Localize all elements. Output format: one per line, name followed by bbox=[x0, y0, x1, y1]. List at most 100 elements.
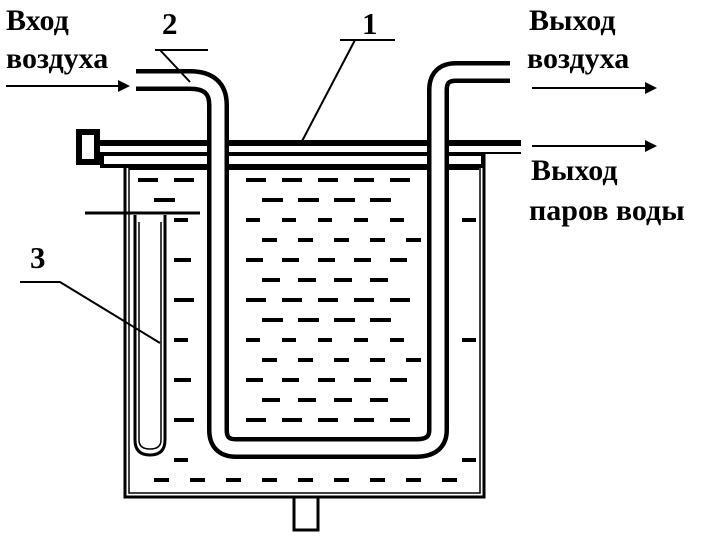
water-dash bbox=[282, 418, 302, 422]
water-dash bbox=[262, 478, 277, 482]
water-dash bbox=[282, 178, 302, 182]
water-dash bbox=[282, 258, 299, 262]
water-dash bbox=[298, 238, 313, 242]
water-dash bbox=[318, 338, 332, 342]
water-dash bbox=[262, 398, 280, 402]
water-dash bbox=[354, 418, 374, 422]
water-dash bbox=[318, 378, 335, 382]
water-dash bbox=[246, 218, 260, 222]
water-dash bbox=[462, 458, 476, 462]
water-dash bbox=[298, 358, 313, 362]
water-dash bbox=[298, 278, 316, 282]
water-dash bbox=[354, 178, 374, 182]
vapor-out-label-line2: паров воды bbox=[529, 194, 685, 227]
water-dash bbox=[406, 478, 421, 482]
water-dash bbox=[174, 258, 191, 262]
water-dash bbox=[318, 218, 332, 222]
water-dash bbox=[354, 298, 374, 302]
water-dash bbox=[190, 478, 205, 482]
water-dash bbox=[462, 218, 476, 222]
water-dash bbox=[298, 398, 316, 402]
water-dash bbox=[390, 338, 404, 342]
water-dash bbox=[246, 338, 260, 342]
water-dash bbox=[354, 258, 371, 262]
water-dash bbox=[334, 198, 355, 202]
callout-3: 3 bbox=[30, 240, 46, 275]
arrow-air-out bbox=[532, 82, 657, 94]
water-dash bbox=[246, 298, 266, 302]
water-dash bbox=[282, 338, 296, 342]
water-dash bbox=[298, 478, 313, 482]
water-dash bbox=[390, 218, 404, 222]
water-dash bbox=[370, 278, 388, 282]
water-dash bbox=[390, 178, 410, 182]
water-dash bbox=[262, 198, 283, 202]
water-dash bbox=[174, 418, 194, 422]
water-dash bbox=[246, 418, 266, 422]
water-dash bbox=[262, 318, 283, 322]
water-dash bbox=[406, 358, 421, 362]
water-dash bbox=[334, 398, 352, 402]
u-tube bbox=[136, 61, 510, 459]
leader-lines bbox=[20, 39, 395, 344]
water-dash bbox=[174, 378, 191, 382]
water-dash bbox=[318, 258, 335, 262]
water-dash bbox=[370, 398, 388, 402]
water-dash bbox=[174, 338, 188, 342]
water-dash bbox=[174, 178, 194, 182]
water-dash bbox=[282, 298, 302, 302]
water-dash bbox=[246, 258, 263, 262]
water-dash bbox=[370, 238, 385, 242]
water-dash bbox=[354, 338, 368, 342]
air-out-label-line2: воздуха bbox=[527, 42, 629, 75]
water-dash bbox=[282, 378, 299, 382]
water-dash bbox=[334, 478, 349, 482]
water-dash bbox=[262, 358, 277, 362]
water-dash bbox=[174, 458, 188, 462]
water-dash bbox=[334, 278, 352, 282]
water-dash bbox=[154, 198, 175, 202]
water-dash bbox=[390, 298, 410, 302]
water-dash bbox=[262, 278, 280, 282]
water-fill bbox=[138, 178, 476, 482]
water-dash bbox=[318, 178, 338, 182]
water-dash bbox=[226, 478, 241, 482]
callout-1: 1 bbox=[362, 6, 378, 41]
water-dash bbox=[246, 378, 263, 382]
water-dash bbox=[262, 238, 277, 242]
lid bbox=[76, 129, 521, 170]
water-dash bbox=[138, 178, 158, 182]
water-dash bbox=[174, 218, 188, 222]
water-dash bbox=[354, 218, 368, 222]
water-dash bbox=[282, 218, 296, 222]
arrow-vapor-out bbox=[532, 140, 657, 152]
water-dash bbox=[390, 258, 407, 262]
water-dash bbox=[318, 418, 338, 422]
water-dash bbox=[390, 378, 407, 382]
water-dash bbox=[154, 478, 169, 482]
water-dash bbox=[462, 338, 476, 342]
water-dash bbox=[354, 378, 371, 382]
air-in-label-line2: воздуха bbox=[6, 42, 108, 75]
thermometer bbox=[85, 211, 200, 457]
water-dash bbox=[246, 178, 266, 182]
water-dash bbox=[370, 358, 385, 362]
water-dash bbox=[370, 318, 391, 322]
water-dash bbox=[334, 238, 349, 242]
water-dash bbox=[318, 298, 338, 302]
water-dash bbox=[174, 298, 194, 302]
vessel bbox=[123, 152, 486, 532]
water-dash bbox=[370, 198, 391, 202]
callout-2: 2 bbox=[162, 6, 178, 41]
water-dash bbox=[298, 198, 319, 202]
water-dash bbox=[442, 478, 457, 482]
water-dash bbox=[334, 358, 349, 362]
air-out-label-line1: Выход bbox=[529, 4, 616, 37]
water-dash bbox=[298, 318, 319, 322]
arrow-air-in bbox=[6, 80, 130, 92]
water-dash bbox=[370, 478, 385, 482]
air-in-label-line1: Вход bbox=[6, 4, 69, 37]
vapor-out-label-line1: Выход bbox=[531, 154, 618, 187]
water-dash bbox=[390, 418, 410, 422]
